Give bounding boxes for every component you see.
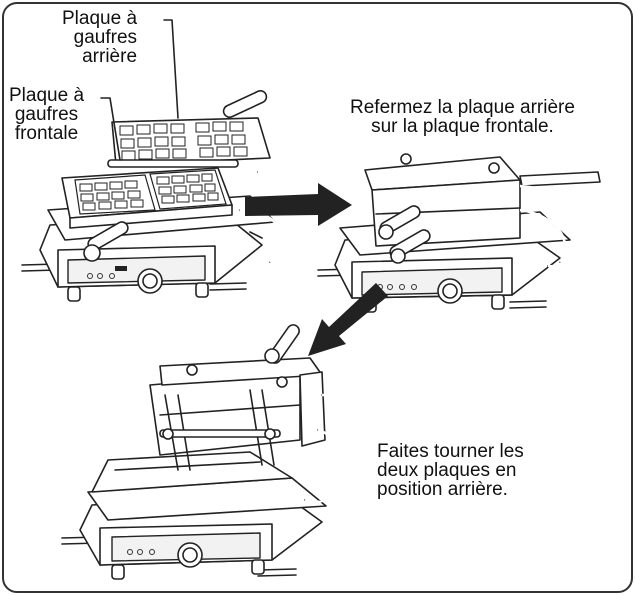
waffle-maker-closed [317,153,601,313]
leader-rear-plate [163,19,179,119]
label-rear-plate-line-1: Plaque à [62,8,138,29]
label-rotate-step: Faites tourner les deux plaques en posit… [377,442,524,499]
waffle-maker-rotated [61,324,358,580]
label-rear-plate-line-3: arrière [82,46,138,67]
label-close-step-line-2: sur la plaque frontale. [371,115,554,137]
label-front-plate: Plaque à gaufres frontale [9,86,84,143]
label-rear-plate-line-2: gaufres [73,27,138,48]
label-rear-plate: Plaque à gaufres arrière [62,9,137,66]
label-rotate-step-line-1: Faites tourner les [377,441,524,462]
label-front-plate-line-2: gaufres [14,104,79,125]
arrow-step-2 [308,283,388,356]
label-front-plate-line-1: Plaque à [9,85,85,106]
label-rotate-step-line-2: deux plaques en [377,460,517,481]
label-front-plate-line-3: frontale [14,123,79,144]
arrow-step-1 [245,183,352,226]
waffle-maker-open [21,90,310,302]
label-close-step: Refermez la plaque arrière sur la plaque… [350,97,575,137]
label-rotate-step-line-3: position arrière. [377,479,508,500]
leader-front-plate [100,97,121,161]
label-close-step-line-1: Refermez la plaque arrière [350,97,575,118]
